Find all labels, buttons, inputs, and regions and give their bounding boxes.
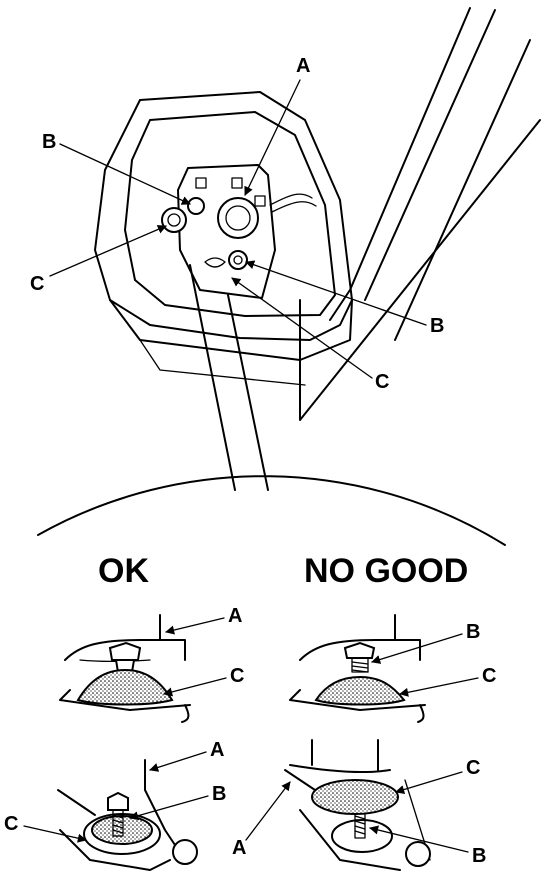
label-ok-lower-b: B [212,783,226,805]
ok-upper-detail: A C [59,605,244,723]
label-ok-lower-a: A [210,739,224,761]
label-top-b-right: B [430,315,444,337]
label-ng-lower-b: B [472,845,486,867]
label-top-a: A [296,55,310,77]
top-callouts: A B C B C [30,55,444,393]
label-ng-upper-c: C [482,665,496,687]
label-ok-lower-c: C [4,813,18,835]
label-ng-lower-c: C [466,757,480,779]
label-ok-upper-a: A [228,605,242,627]
label-ng-lower-a: A [232,837,246,859]
label-top-b-left: B [42,131,56,153]
door-mirror-illustration [94,7,541,491]
heading-no-good: NO GOOD [304,552,468,590]
detail-arc [37,475,506,546]
ng-upper-detail: B C [289,614,496,723]
label-ng-upper-b: B [466,621,480,643]
heading-ok: OK [98,552,149,590]
label-top-c-left: C [30,273,44,295]
label-ok-upper-c: C [230,665,244,687]
ng-lower-detail: C A B [232,739,486,871]
label-top-c-right: C [375,371,389,393]
ok-lower-detail: A B C [4,739,226,871]
